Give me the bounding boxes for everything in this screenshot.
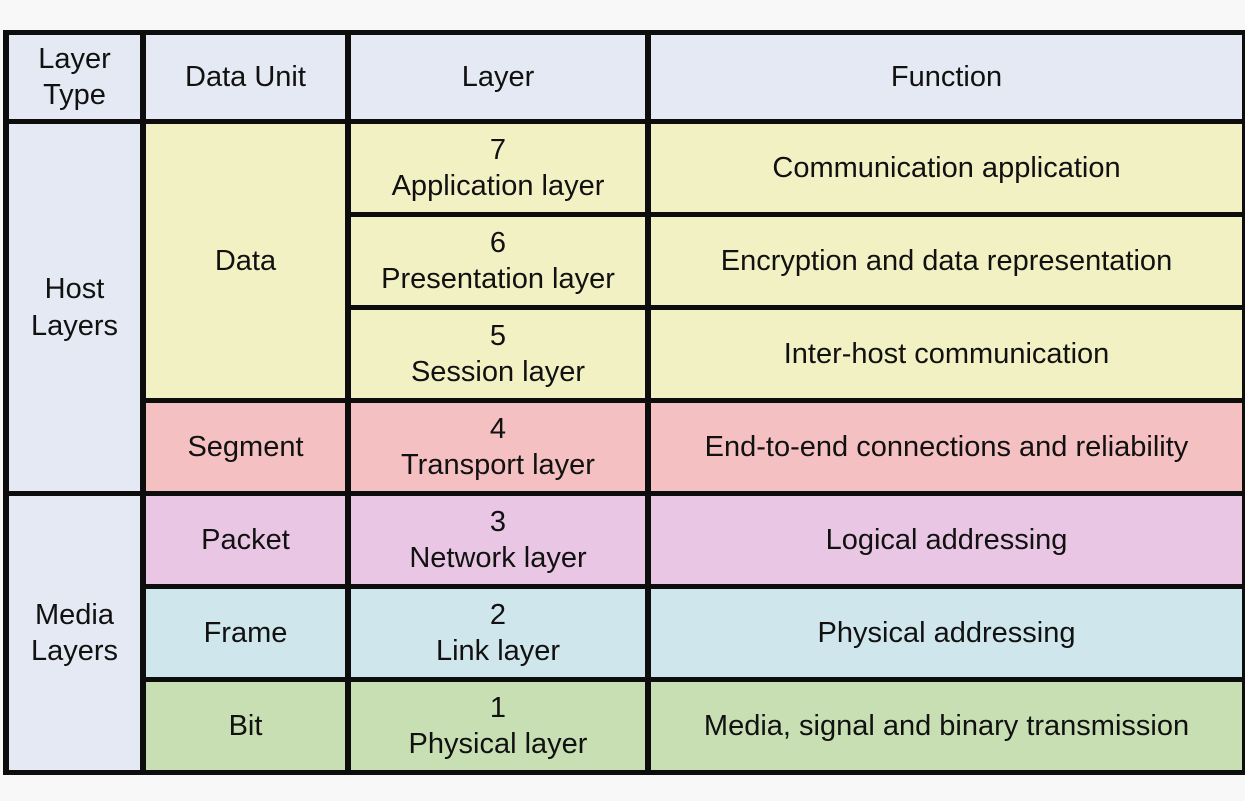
layer-name: Physical layer <box>408 728 588 760</box>
layer-name: Application layer <box>391 170 605 202</box>
header-cell-layer-type: Layer Type <box>3 30 146 124</box>
cell-layer-type-media-layers: Media Layers <box>3 491 146 775</box>
header-cell-function: Function <box>645 30 1245 124</box>
cell-layer-6-presentation: 6 Presentation layer <box>345 212 651 310</box>
layer-name: Link layer <box>435 635 561 667</box>
layer-name: Presentation layer <box>381 263 615 295</box>
table-row-layer-1: Bit 1 Physical layer Media, signal and b… <box>6 677 1245 775</box>
layer-name: Network layer <box>409 542 587 574</box>
header-cell-data-unit: Data Unit <box>140 30 351 124</box>
table-row-layer-7: Host Layers Data 7 Application layer Com… <box>3 119 1245 496</box>
layer-number: 5 <box>489 319 507 352</box>
layer-number: 7 <box>489 133 507 166</box>
cell-layer-7-application: 7 Application layer <box>345 119 651 217</box>
table-row-layer-4: Segment 4 Transport layer End-to-end con… <box>6 398 1245 496</box>
layer-name: Session layer <box>410 356 586 388</box>
table-row-layer-3: Media Layers Packet 3 Network layer Logi… <box>3 491 1245 775</box>
layer-number: 2 <box>489 598 507 631</box>
cell-function-3: Logical addressing <box>645 491 1245 589</box>
table-row-layer-5: 5 Session layer Inter-host communication <box>6 305 1245 403</box>
cell-function-1: Media, signal and binary transmission <box>645 677 1245 775</box>
cell-layer-3-network: 3 Network layer <box>345 491 651 589</box>
cell-function-5: Inter-host communication <box>645 305 1245 403</box>
table-header-row: Layer Type Data Unit Layer Function <box>3 30 1245 124</box>
cell-data-unit-data: Data <box>140 119 351 403</box>
cell-layer-type-host-layers: Host Layers <box>3 119 146 496</box>
cell-data-unit-segment: Segment <box>140 398 351 496</box>
cell-function-2: Physical addressing <box>645 584 1245 682</box>
cell-layer-4-transport: 4 Transport layer <box>345 398 651 496</box>
table-row-layer-2: Frame 2 Link layer Physical addressing <box>6 584 1245 682</box>
layer-number: 4 <box>489 412 507 445</box>
cell-data-unit-packet: Packet <box>140 491 351 589</box>
cell-function-7: Communication application <box>645 119 1245 217</box>
cell-layer-5-session: 5 Session layer <box>345 305 651 403</box>
cell-layer-1-physical: 1 Physical layer <box>345 677 651 775</box>
cell-layer-2-link: 2 Link layer <box>345 584 651 682</box>
layer-number: 6 <box>489 226 507 259</box>
layer-number: 1 <box>489 691 507 724</box>
header-cell-layer: Layer <box>345 30 651 124</box>
table-row-layer-6: 6 Presentation layer Encryption and data… <box>6 212 1245 310</box>
cell-data-unit-bit: Bit <box>140 677 351 775</box>
osi-model-table: Layer Type Data Unit Layer Function Host… <box>3 30 1245 775</box>
cell-data-unit-frame: Frame <box>140 584 351 682</box>
layer-number: 3 <box>489 505 507 538</box>
layer-name: Transport layer <box>401 449 595 481</box>
cell-function-6: Encryption and data representation <box>645 212 1245 310</box>
cell-function-4: End-to-end connections and reliability <box>645 398 1245 496</box>
